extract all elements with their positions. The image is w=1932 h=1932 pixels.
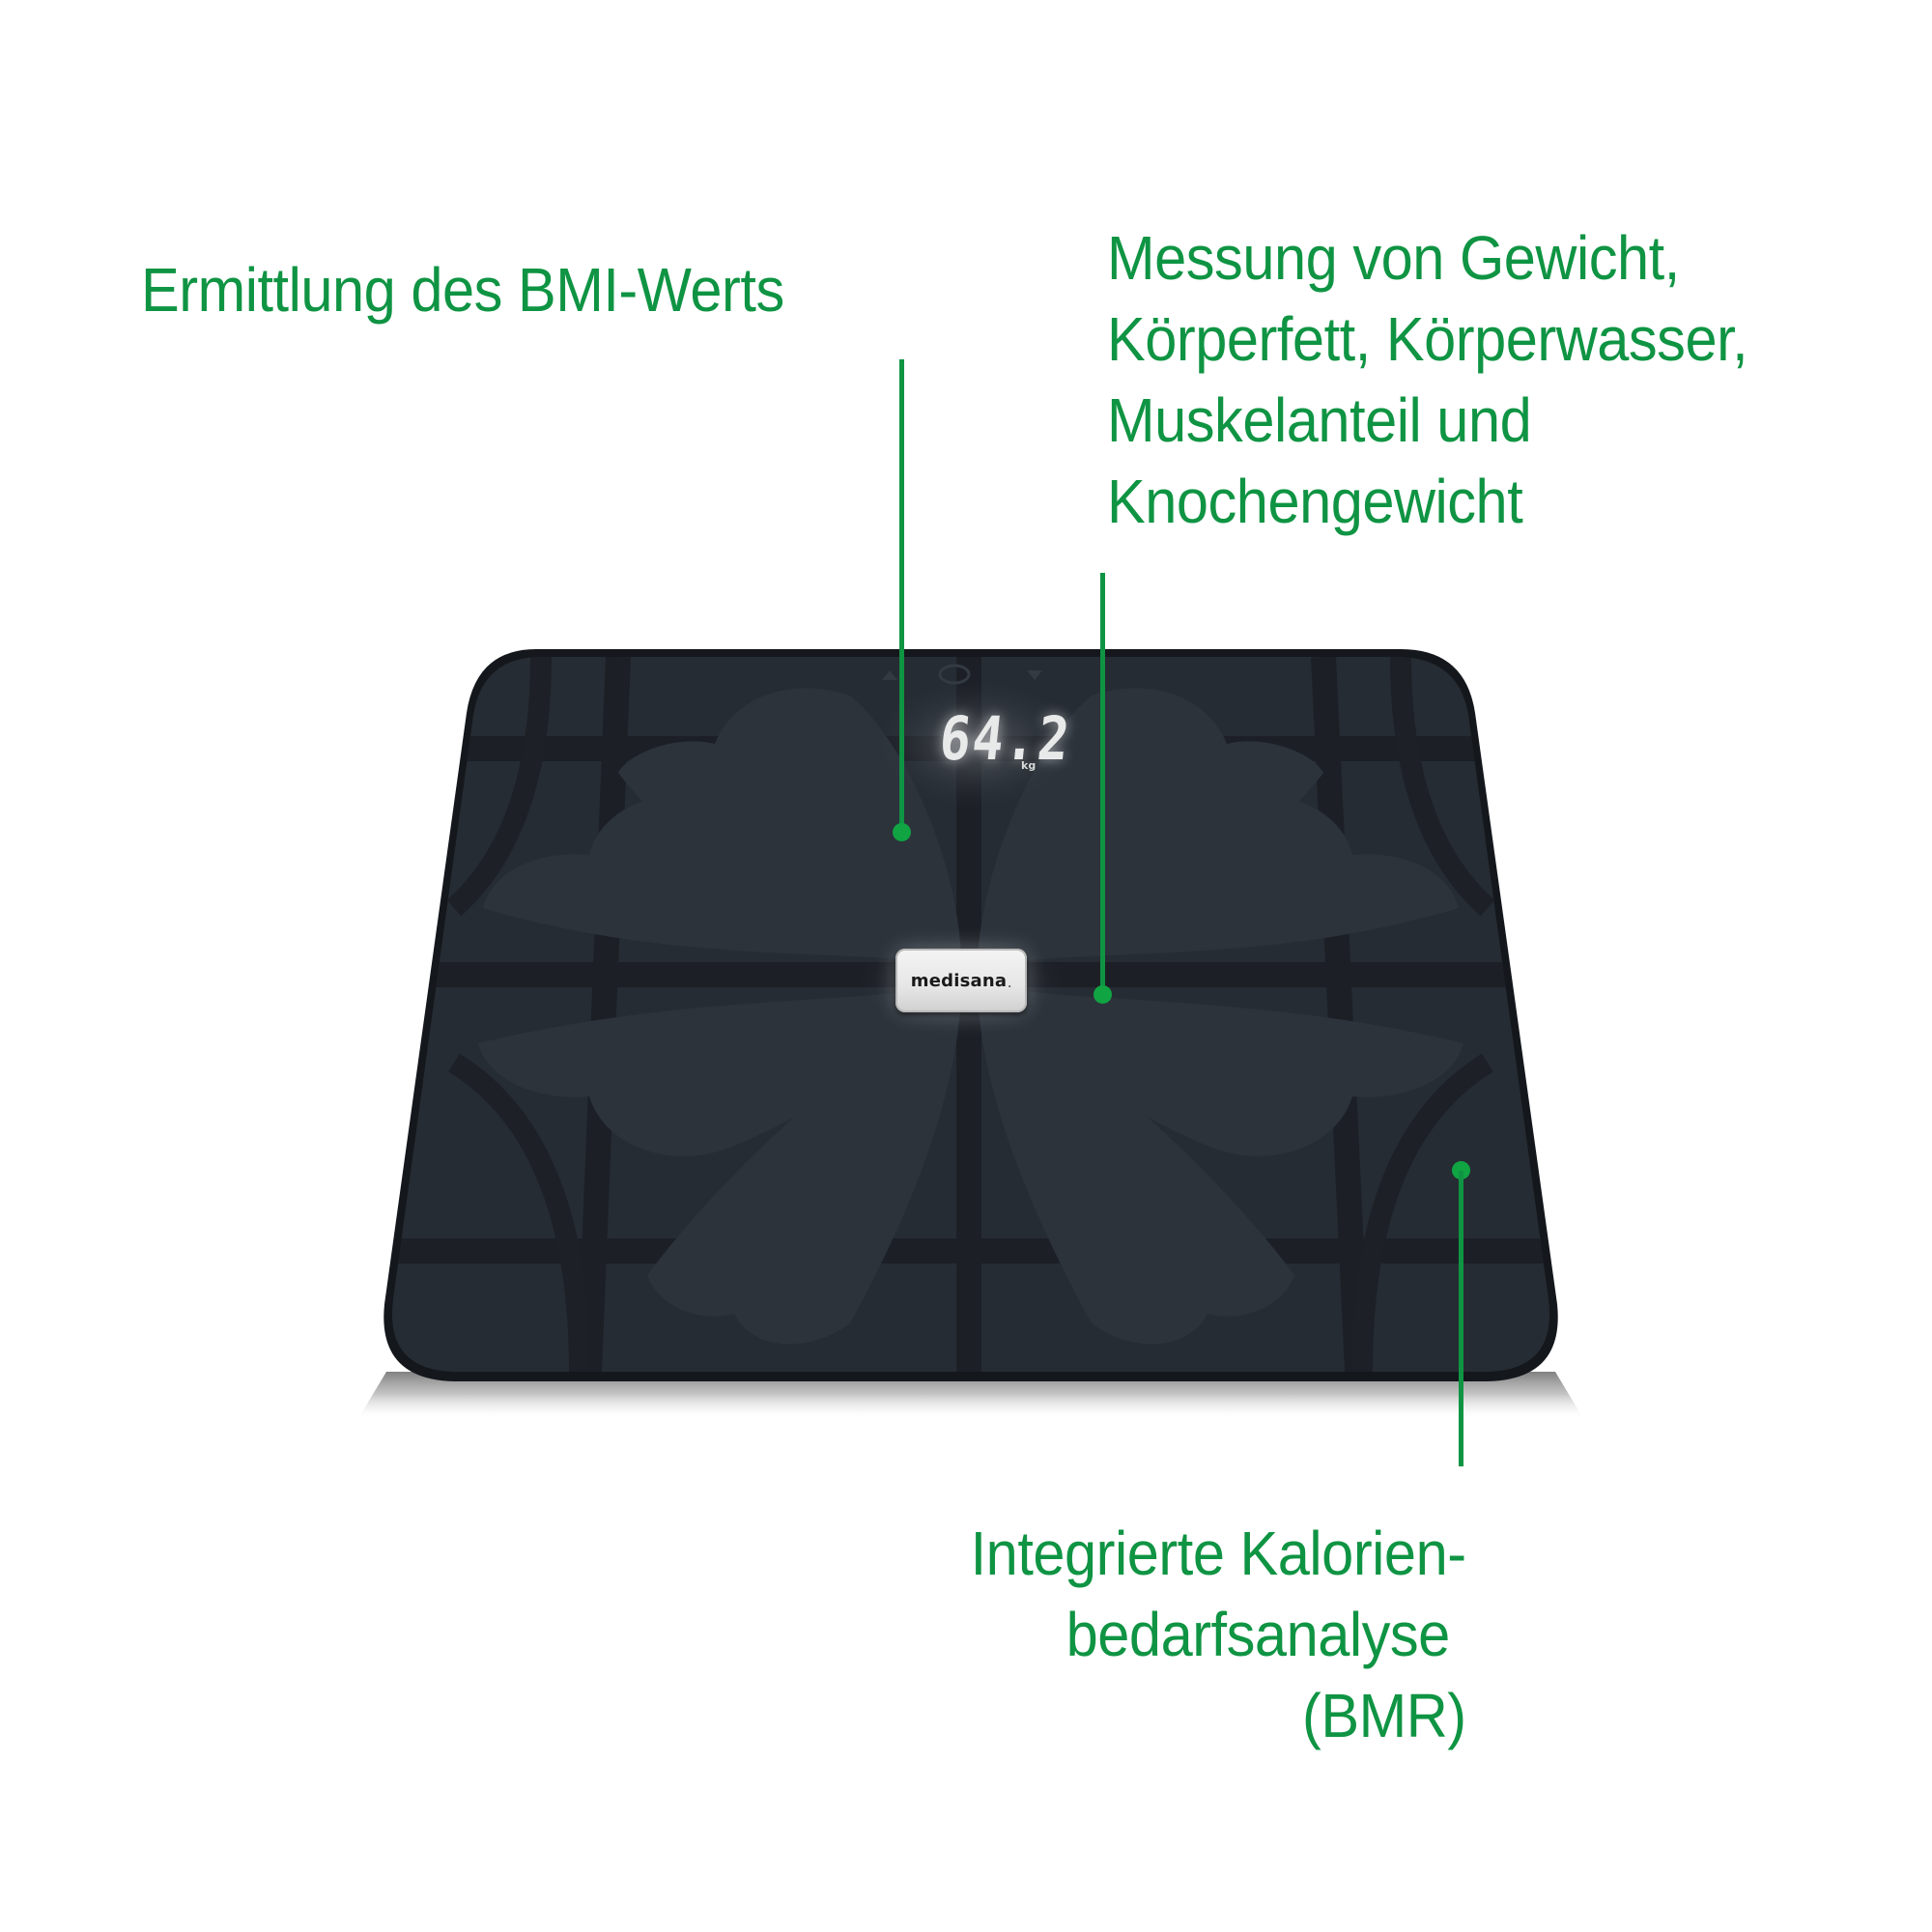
callout-measurement-line-3: Muskelanteil und (1107, 385, 1532, 455)
callout-measurement-dot-icon (1094, 985, 1112, 1004)
callout-bmr-label: Integrierte Kalorien- bedarfsanalyse (BM… (971, 1513, 1466, 1756)
brand-logo-dot-icon: . (1008, 979, 1012, 990)
set-button-icon (938, 664, 971, 685)
up-arrow-button-icon (882, 670, 897, 680)
callout-bmi-label: Ermittlung des BMI-Werts (141, 249, 784, 330)
brand-logo-text: medisana (910, 970, 1008, 991)
brand-logo-plate: medisana. (895, 949, 1027, 1012)
weight-display-value: 64.2 (936, 703, 1075, 774)
callout-bmr-connector (1459, 1171, 1463, 1466)
callout-bmr-line-2: bedarfsanalyse (1066, 1600, 1451, 1669)
callout-measurement-line-4: Knochengewicht (1107, 467, 1523, 536)
callout-bmi-connector (899, 359, 904, 831)
weight-display-unit: kg (1021, 759, 1037, 772)
callout-measurement-connector (1100, 573, 1105, 995)
down-arrow-button-icon (1027, 670, 1042, 680)
callout-bmr-dot-icon (1452, 1161, 1470, 1179)
scale-buttons (882, 664, 1042, 685)
lotus-pattern (392, 657, 1549, 1372)
callout-bmr-line-1: Integrierte Kalorien- (971, 1519, 1466, 1588)
callout-bmi-dot-icon (893, 823, 911, 841)
callout-measurement-line-2: Körperfett, Körperwasser, (1107, 304, 1748, 374)
callout-bmi-line: Ermittlung des BMI-Werts (141, 255, 784, 325)
callout-bmr-line-3: (BMR) (1302, 1681, 1466, 1750)
callout-measurement-line-1: Messung von Gewicht, (1107, 223, 1680, 293)
callout-measurement-label: Messung von Gewicht, Körperfett, Körperw… (1107, 217, 1748, 542)
